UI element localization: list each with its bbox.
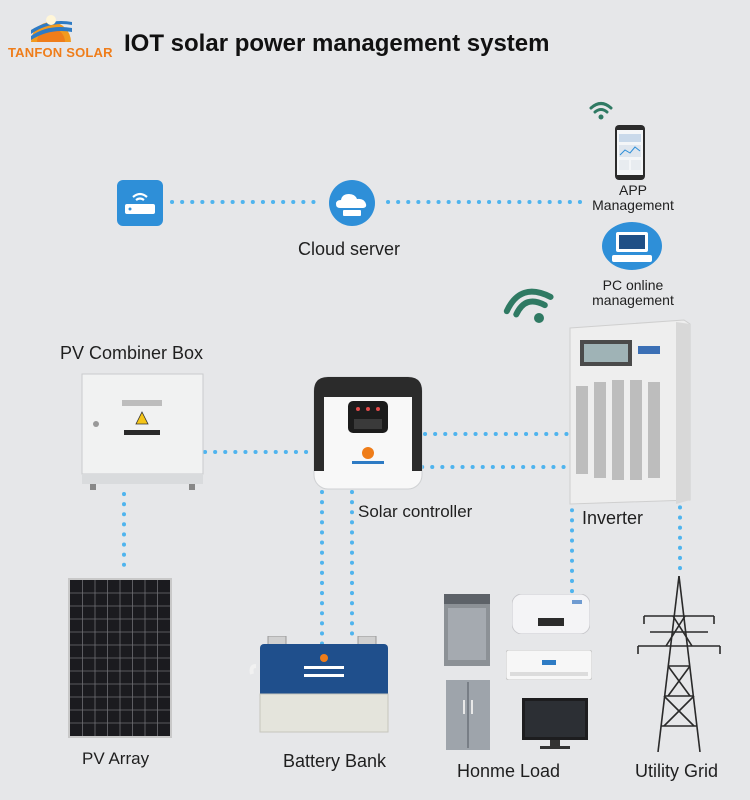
television-icon (522, 698, 588, 749)
water-heater-icon (512, 594, 590, 634)
pv-combiner-box-device (81, 373, 204, 490)
brand-name: TANFON SOLAR (8, 45, 113, 60)
app-management-label-line1: APP (618, 182, 647, 198)
inverter-label: Inverter (582, 508, 644, 528)
wifi-signal-large-icon (503, 288, 554, 323)
app-management-label-line2: Management (592, 197, 674, 214)
home-load-label: Honme Load (457, 761, 561, 781)
page-title: IOT solar power management system (124, 30, 550, 57)
utility-grid-tower (637, 576, 721, 752)
app-management-label: APP Management (585, 182, 681, 214)
cloud-server-icon (329, 180, 375, 226)
brand-logo-icon (31, 15, 72, 42)
wifi-router-icon (117, 180, 163, 226)
inverter-device (569, 319, 691, 505)
wifi-signal-small-icon (589, 102, 613, 120)
smartphone-icon (615, 125, 645, 180)
solar-controller-device (313, 376, 423, 490)
refrigerator-icon (446, 680, 490, 750)
air-conditioner-icon (506, 650, 592, 680)
pc-management-label-line2: management (592, 292, 674, 309)
pv-combiner-box-label: PV Combiner Box (60, 343, 204, 363)
cloud-server-label: Cloud server (298, 239, 401, 259)
solar-controller-label: Solar controller (358, 502, 473, 521)
pc-management-label: PC online management (583, 277, 683, 309)
washing-machine-icon (444, 594, 490, 666)
battery-bank-label: Battery Bank (283, 751, 387, 771)
pv-array-panel (68, 578, 172, 738)
utility-grid-label: Utility Grid (635, 761, 719, 781)
pc-monitor-icon (602, 222, 662, 270)
battery-bank-device (249, 636, 389, 733)
pc-management-label-line1: PC online (602, 277, 664, 293)
pv-array-label: PV Array (82, 749, 150, 768)
